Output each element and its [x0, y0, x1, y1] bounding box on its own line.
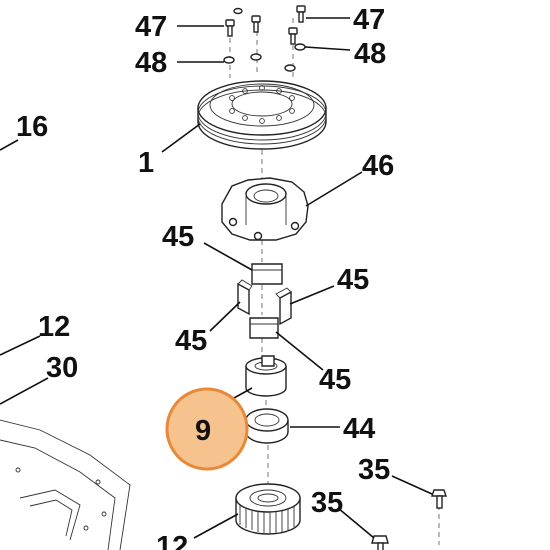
- callout-45-top: 45: [162, 221, 194, 253]
- screw-47-d: [296, 5, 306, 23]
- callout-12-bottom: 12: [156, 531, 188, 550]
- leader-lines: [0, 17, 433, 539]
- screw-47-b: [251, 15, 261, 33]
- bearing-part-44: [245, 408, 289, 444]
- pulley-part-1: [197, 80, 327, 150]
- highlight-circle-part-9[interactable]: [165, 387, 249, 471]
- callout-48-right: 48: [354, 38, 386, 70]
- damper-blocks-45: [237, 263, 292, 339]
- damper-block-right: [275, 287, 292, 326]
- screw-47-c: [288, 27, 298, 45]
- screw-47-group: [225, 5, 306, 45]
- hub-part-46: [221, 177, 309, 241]
- washer-top-small: [233, 7, 243, 15]
- callout-47-top-left: 47: [135, 11, 167, 43]
- callout-16: 16: [16, 111, 48, 143]
- damper-block-bottom: [249, 317, 279, 339]
- sleeve-part-9: [245, 355, 287, 397]
- callout-1: 1: [138, 147, 154, 179]
- callout-12-left: 12: [38, 311, 70, 343]
- callout-30: 30: [46, 352, 78, 384]
- callout-45-bottom: 45: [319, 364, 351, 396]
- callout-35-lower: 35: [311, 487, 343, 519]
- screw-35-lower: [371, 535, 389, 550]
- screw-35-upper: [431, 489, 447, 509]
- toothed-pulley-part-12: [235, 483, 301, 535]
- callout-48-left: 48: [135, 47, 167, 79]
- callout-45-right: 45: [337, 264, 369, 296]
- callout-46: 46: [362, 150, 394, 182]
- callout-35-upper: 35: [358, 454, 390, 486]
- callout-9-highlighted[interactable]: 9: [195, 415, 211, 447]
- washer-48-a: [223, 56, 235, 64]
- damper-block-left: [237, 279, 253, 316]
- washer-48-d: [294, 43, 306, 51]
- washer-48-b: [250, 53, 262, 61]
- frame-plate-part-30: [0, 419, 131, 550]
- callout-44: 44: [343, 413, 375, 445]
- callout-45-left: 45: [175, 325, 207, 357]
- washer-48-c: [284, 64, 296, 72]
- screw-47-a: [225, 19, 235, 37]
- damper-block-top: [251, 263, 283, 285]
- callout-47-top-right: 47: [353, 4, 385, 36]
